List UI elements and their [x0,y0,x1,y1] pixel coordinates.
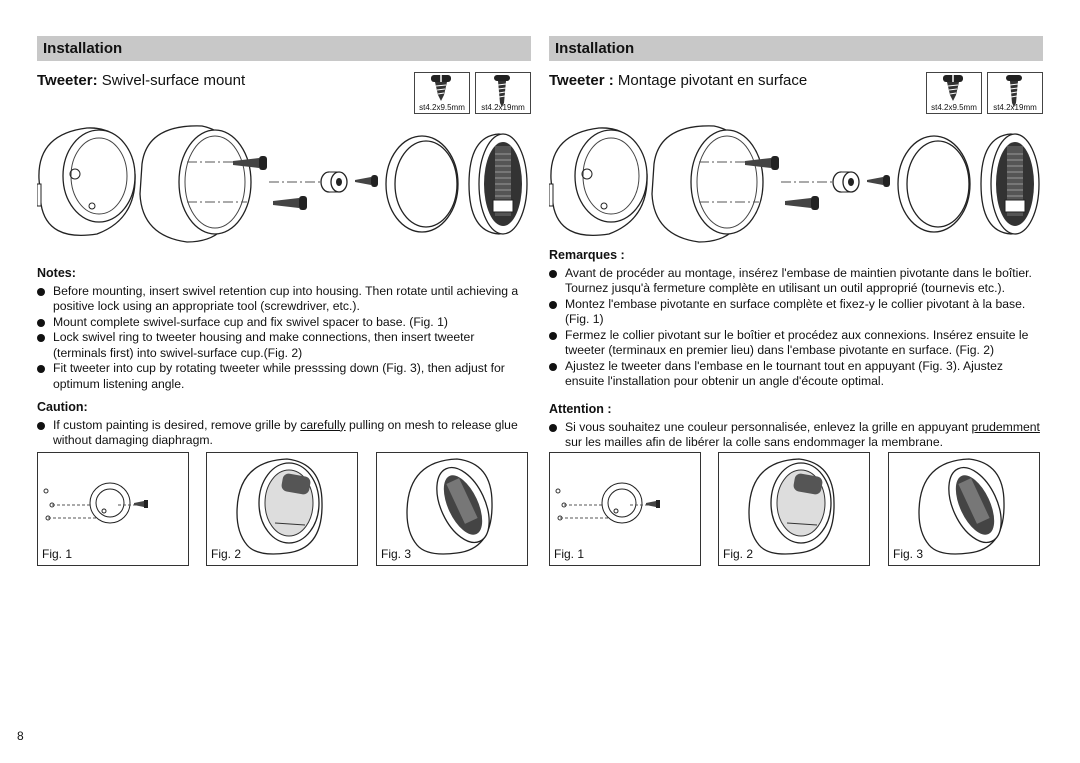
fig1-drawing [43,482,149,524]
fig1-drawing [555,482,661,524]
screw-long-box: st4.2x19mm [475,72,531,114]
subtitle-bold: Tweeter: [37,72,98,89]
caution-text: Si vous souhaitez une couleur personnali… [565,419,972,434]
caution-block: Attention : Si vous souhaitez une couleu… [549,402,1043,451]
screw-long-box: st4.2x19mm [987,72,1043,114]
figure-1: Fig. 1 [37,452,189,566]
note-text: Lock swivel ring to tweeter housing and … [53,330,475,360]
screw-short-box: st4.2x9.5mm [926,72,982,114]
bullet-icon [549,300,557,309]
figure-caption: Fig. 2 [211,547,242,561]
section-subtitle: Tweeter : Montage pivotant en surface [549,72,807,89]
note-item: Fermez le collier pivotant sur le boîtie… [549,328,1043,359]
caution-underlined-word: prudemment [971,419,1040,434]
screw-short-label: st4.2x9.5mm [419,103,465,112]
caution-text: If custom painting is desired, remove gr… [53,417,301,432]
bullet-icon [37,318,45,327]
figure-3: Fig. 3 [888,452,1040,566]
bullet-icon [37,365,45,373]
note-text: Before mounting, insert swivel retention… [53,283,519,314]
fig3-drawing [406,458,501,555]
bullet-icon [549,423,557,432]
exploded-view-drawing [37,125,528,243]
bullet-icon [549,362,557,371]
figure-3: Fig. 3 [376,452,528,566]
bullet-icon [549,269,557,278]
notes-heading: Remarques : [549,248,625,262]
screw-short-label: st4.2x9.5mm [931,103,977,112]
figure-caption: Fig. 1 [42,547,73,561]
screw-long-label: st4.2x19mm [481,103,525,112]
note-text: Fermez le collier pivotant sur le boîtie… [565,327,1029,358]
caution-text-end: sur les mailles afin de libérer la colle… [565,435,943,449]
fig3-drawing [918,458,1013,555]
subtitle-rest: Montage pivotant en surface [613,72,808,89]
note-text: Mount complete swivel-surface cup and fi… [53,314,448,329]
bullet-icon [549,331,557,340]
figure-2: Fig. 2 [718,452,870,566]
english-column: Installation Tweeter: Swivel-surface mou… [37,36,531,566]
note-item: Before mounting, insert swivel retention… [37,284,531,315]
note-text: Montez l'embase pivotante en surface com… [565,296,1026,327]
bullet-icon [37,334,45,342]
note-item: Fit tweeter into cup by rotating tweeter… [37,361,531,392]
screw-long-label: st4.2x19mm [993,103,1037,112]
subtitle-rest: Swivel-surface mount [97,72,246,89]
note-text: Avant de procéder au montage, insérez l'… [565,265,1032,296]
figure-caption: Fig. 2 [723,547,754,561]
caution-heading: Attention : [549,402,612,416]
bullet-icon [37,421,45,430]
figure-caption: Fig. 3 [381,547,412,561]
fig2-drawing [236,458,323,555]
bullet-icon [37,287,45,296]
figure-2: Fig. 2 [206,452,358,566]
screw-icon [430,75,452,102]
exploded-view-drawing [549,125,1040,243]
caution-heading: Caution: [37,400,88,414]
note-item: Mount complete swivel-surface cup and fi… [37,315,531,331]
figure-caption: Fig. 3 [893,547,924,561]
caution-block: Caution: If custom painting is desired, … [37,400,531,449]
note-item: Lock swivel ring to tweeter housing and … [37,330,531,361]
figure-1: Fig. 1 [549,452,701,566]
french-column: Installation Tweeter : Montage pivotant … [549,36,1043,566]
notes-block: Remarques : Avant de procéder au montage… [549,248,1043,390]
note-text: Ajustez le tweeter dans l'embase en le t… [565,358,1003,389]
note-item: Montez l'embase pivotante en surface com… [549,297,1043,328]
section-header: Installation [549,36,1043,61]
note-item: Avant de procéder au montage, insérez l'… [549,266,1043,297]
section-subtitle: Tweeter: Swivel-surface mount [37,72,245,89]
notes-heading: Notes: [37,266,76,280]
note-item: Ajustez le tweeter dans l'embase en le t… [549,359,1043,390]
screw-icon [942,75,964,102]
figure-caption: Fig. 1 [554,547,585,561]
notes-block: Notes: Before mounting, insert swivel re… [37,266,531,392]
caution-underlined-word: carefully [300,417,346,432]
section-header: Installation [37,36,531,61]
note-text: Fit tweeter into cup by rotating tweeter… [53,361,505,391]
fig2-drawing [748,458,835,555]
caution-text-end: pulling on mesh to release glue without … [53,417,518,448]
caution-item: Si vous souhaitez une couleur personnali… [549,420,1043,451]
subtitle-bold: Tweeter : [549,72,614,89]
screw-short-box: st4.2x9.5mm [414,72,470,114]
page-number: 8 [17,729,24,743]
caution-item: If custom painting is desired, remove gr… [37,418,531,449]
